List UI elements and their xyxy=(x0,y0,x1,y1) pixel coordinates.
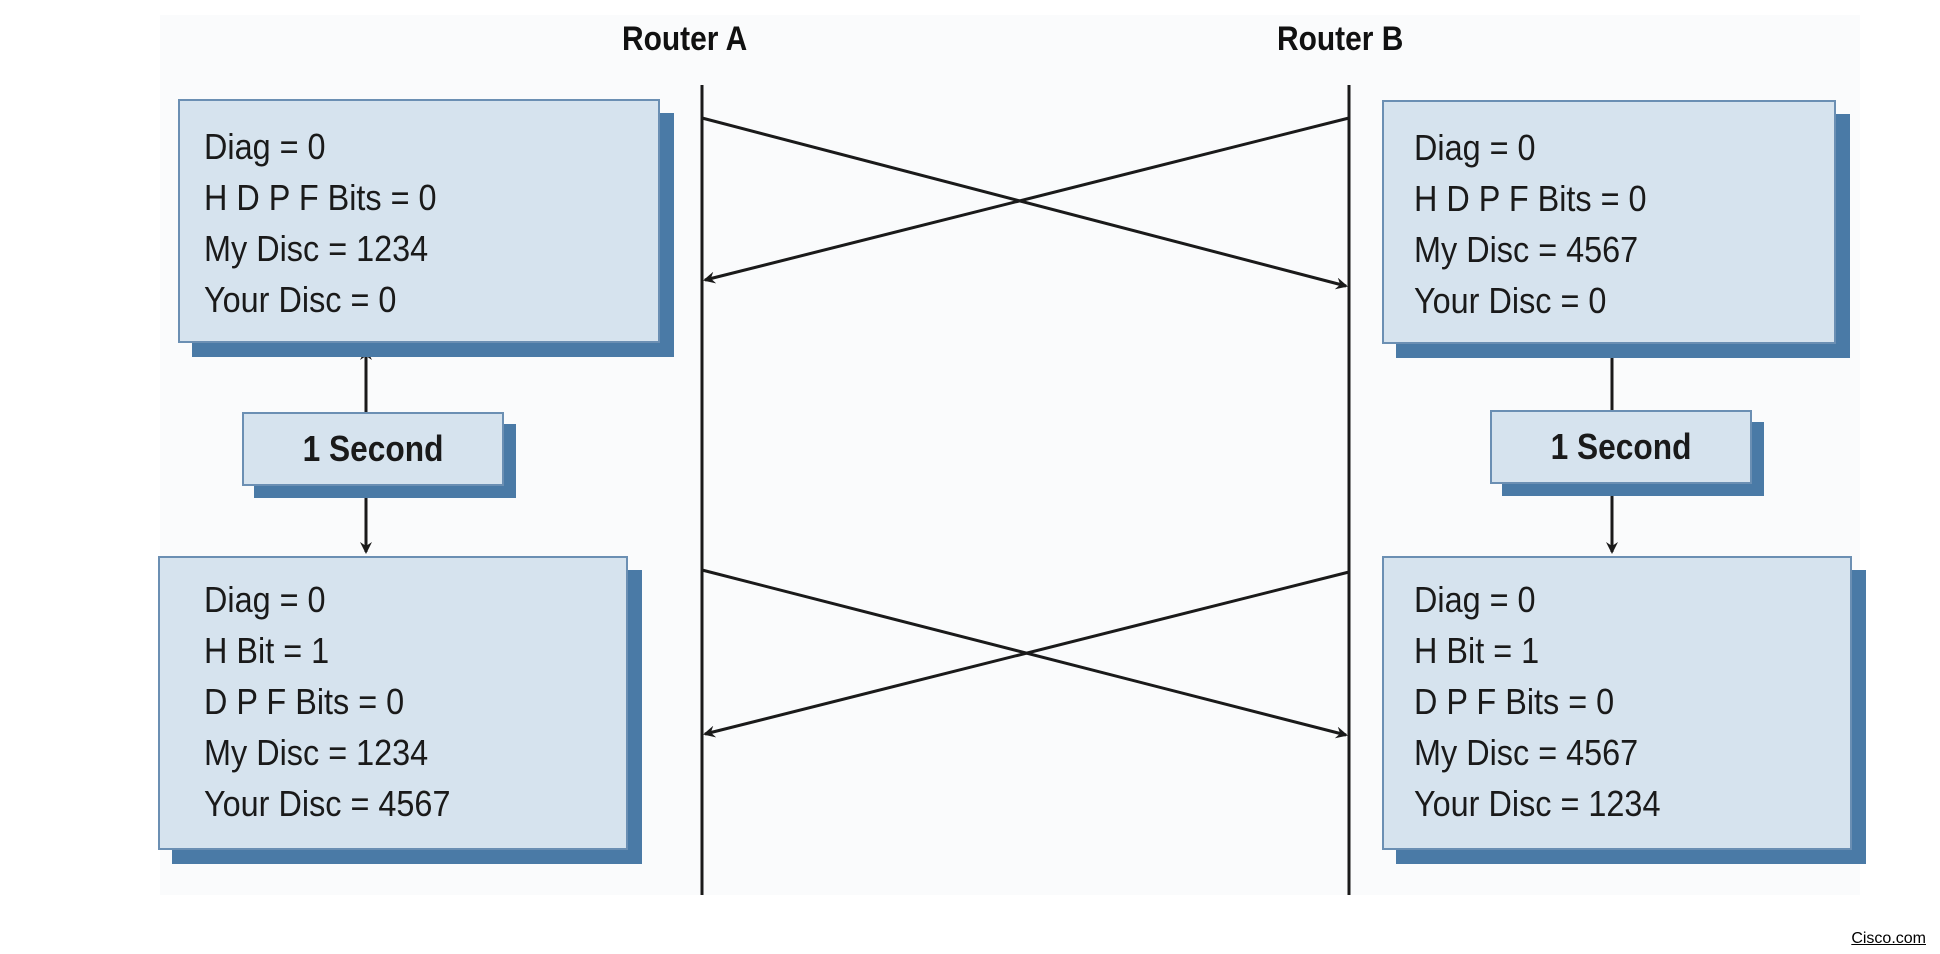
packet-field: My Disc = 1234 xyxy=(204,228,429,269)
router-a-interval-box: 1 Second xyxy=(242,412,504,486)
interval-label: 1 Second xyxy=(1550,426,1692,467)
packet-field: H D P F Bits = 0 xyxy=(204,177,437,218)
packet-field: My Disc = 4567 xyxy=(1414,229,1639,270)
packet-field: Diag = 0 xyxy=(1414,579,1536,620)
source-credit: Cisco.com xyxy=(1851,930,1926,947)
packet-field: Diag = 0 xyxy=(204,579,326,620)
router-a-final-packet: Diag = 0 H Bit = 1 D P F Bits = 0 My Dis… xyxy=(158,556,628,850)
packet-field: Your Disc = 4567 xyxy=(204,783,451,824)
packet-field: H D P F Bits = 0 xyxy=(1414,178,1647,219)
packet-field: Diag = 0 xyxy=(1414,127,1536,168)
router-b-title: Router B xyxy=(1277,20,1404,58)
packet-field: My Disc = 1234 xyxy=(204,732,429,773)
message-a-to-b-1 xyxy=(701,116,1348,290)
packet-field: Diag = 0 xyxy=(204,126,326,167)
router-a-title: Router A xyxy=(622,20,748,58)
packet-field: My Disc = 4567 xyxy=(1414,732,1639,773)
router-b-initial-packet: Diag = 0 H D P F Bits = 0 My Disc = 4567… xyxy=(1382,100,1836,344)
message-b-to-a-1 xyxy=(703,116,1350,284)
packet-field: D P F Bits = 0 xyxy=(204,681,405,722)
packet-field: Your Disc = 0 xyxy=(204,279,397,320)
packet-field: H Bit = 1 xyxy=(1414,630,1540,671)
packet-field: D P F Bits = 0 xyxy=(1414,681,1615,722)
router-a-initial-packet: Diag = 0 H D P F Bits = 0 My Disc = 1234… xyxy=(178,99,660,343)
interval-label: 1 Second xyxy=(302,428,444,469)
router-b-interval-box: 1 Second xyxy=(1490,410,1752,484)
message-b-to-a-2 xyxy=(703,570,1350,738)
packet-field: Your Disc = 0 xyxy=(1414,280,1607,321)
router-b-final-packet: Diag = 0 H Bit = 1 D P F Bits = 0 My Dis… xyxy=(1382,556,1852,850)
packet-field: H Bit = 1 xyxy=(204,630,330,671)
packet-field: Your Disc = 1234 xyxy=(1414,783,1661,824)
